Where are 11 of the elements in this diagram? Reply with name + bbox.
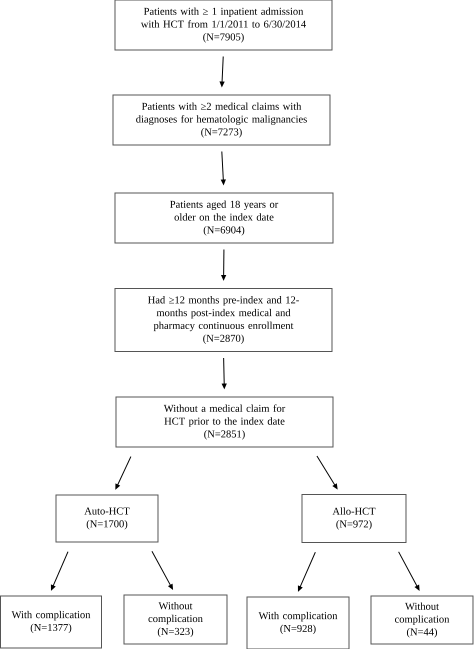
- flow-box: Without complication (N=323): [124, 594, 228, 644]
- flow-box: With complication (N=928): [246, 596, 350, 649]
- flow-box: Patients with ≥2 medical claims with diagnoses for hematologic malignancies (N=7273): [112, 94, 330, 146]
- flow-box: Had ≥12 months pre-index and 12-months post-index medical and pharmacy continuous enrollment (N=2870): [114, 288, 332, 352]
- flow-box: With complication (N=1377): [0, 596, 102, 648]
- flow-box: Patients aged 18 years or older on the index date (N=6904): [114, 192, 334, 244]
- flow-box: Patients with ≥ 1 inpatient admission with HCT from 1/1/2011 to 6/30/2014 (N=7905): [114, 0, 332, 51]
- flow-box: Without complication (N=44): [370, 596, 474, 644]
- flow-box: Allo-HCT (N=972): [302, 494, 406, 543]
- flow-box: Auto-HCT (N=1700): [56, 494, 158, 542]
- flow-box: Without a medical claim for HCT prior to the index date (N=2851): [116, 396, 334, 448]
